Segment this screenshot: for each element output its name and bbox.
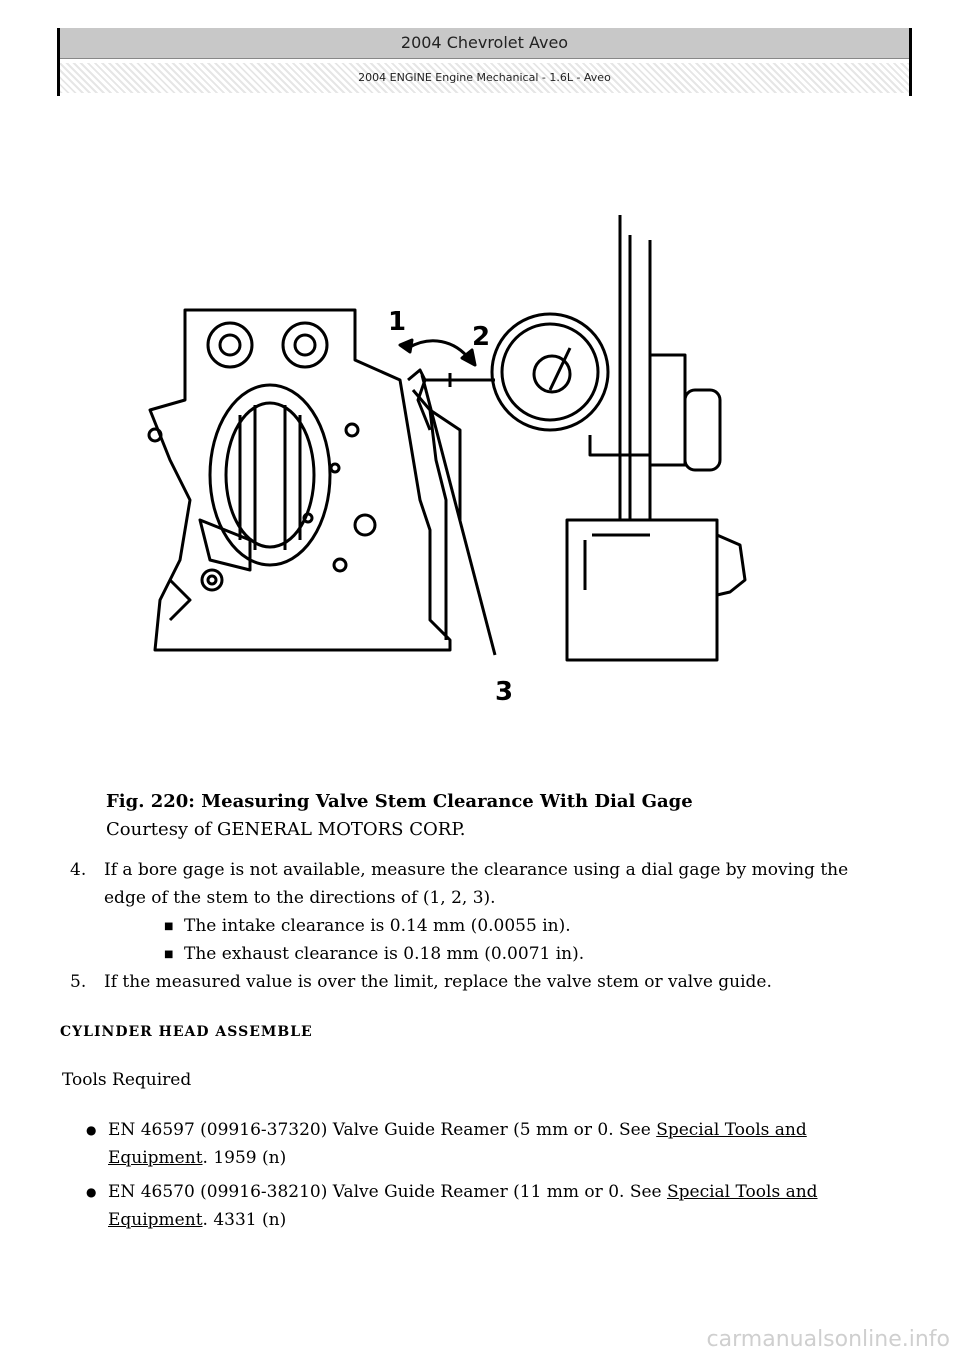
step-text: If a bore gage is not available, measure… [104,860,849,908]
page-header: 2004 Chevrolet Aveo 2004 ENGINE Engine M… [57,28,912,96]
special-tools-link[interactable]: Special Tools and Equipment [108,1182,818,1230]
step-4: 4. If a bore gage is not available, meas… [70,856,890,969]
callout-3: 3 [495,677,513,707]
list-item: The exhaust clearance is 0.18 mm (0.0071… [164,940,890,969]
watermark: carmanualsonline.info [706,1327,950,1352]
tool-text: EN 46570 (09916-38210) Valve Guide Reame… [108,1182,667,1202]
section-heading: CYLINDER HEAD ASSEMBLE [60,1024,313,1040]
step-number: 4. [70,860,87,880]
figure-caption: Fig. 220: Measuring Valve Stem Clearance… [106,788,693,844]
special-tools-link[interactable]: Special Tools and Equipment [108,1120,807,1168]
callout-1: 1 [388,307,406,337]
tool-suffix: . 1959 (n) [202,1148,287,1168]
tool-text: EN 46597 (09916-37320) Valve Guide Reame… [108,1120,657,1140]
caption-credit: Courtesy of GENERAL MOTORS CORP. [106,819,466,840]
header-subtitle: 2004 ENGINE Engine Mechanical - 1.6L - A… [60,63,909,93]
tools-list: EN 46597 (09916-37320) Valve Guide Reame… [86,1116,886,1240]
step-5: 5. If the measured value is over the lim… [70,968,890,996]
tools-required-label: Tools Required [62,1070,192,1090]
dial-gage-figure: 1 2 3 [130,200,790,720]
step-text: If the measured value is over the limit,… [104,972,772,992]
step-number: 5. [70,972,87,992]
tool-suffix: . 4331 (n) [202,1210,287,1230]
list-item: EN 46570 (09916-38210) Valve Guide Reame… [86,1178,886,1234]
caption-title: Fig. 220: Measuring Valve Stem Clearance… [106,791,693,812]
procedure-steps: 4. If a bore gage is not available, meas… [70,856,890,996]
list-item: The intake clearance is 0.14 mm (0.0055 … [164,912,890,941]
valve-stem-diagram: 1 2 3 [147,215,747,707]
clearance-list: The intake clearance is 0.14 mm (0.0055 … [164,912,890,969]
callout-2: 2 [472,322,490,352]
list-item: EN 46597 (09916-37320) Valve Guide Reame… [86,1116,886,1172]
header-title: 2004 Chevrolet Aveo [60,28,909,59]
